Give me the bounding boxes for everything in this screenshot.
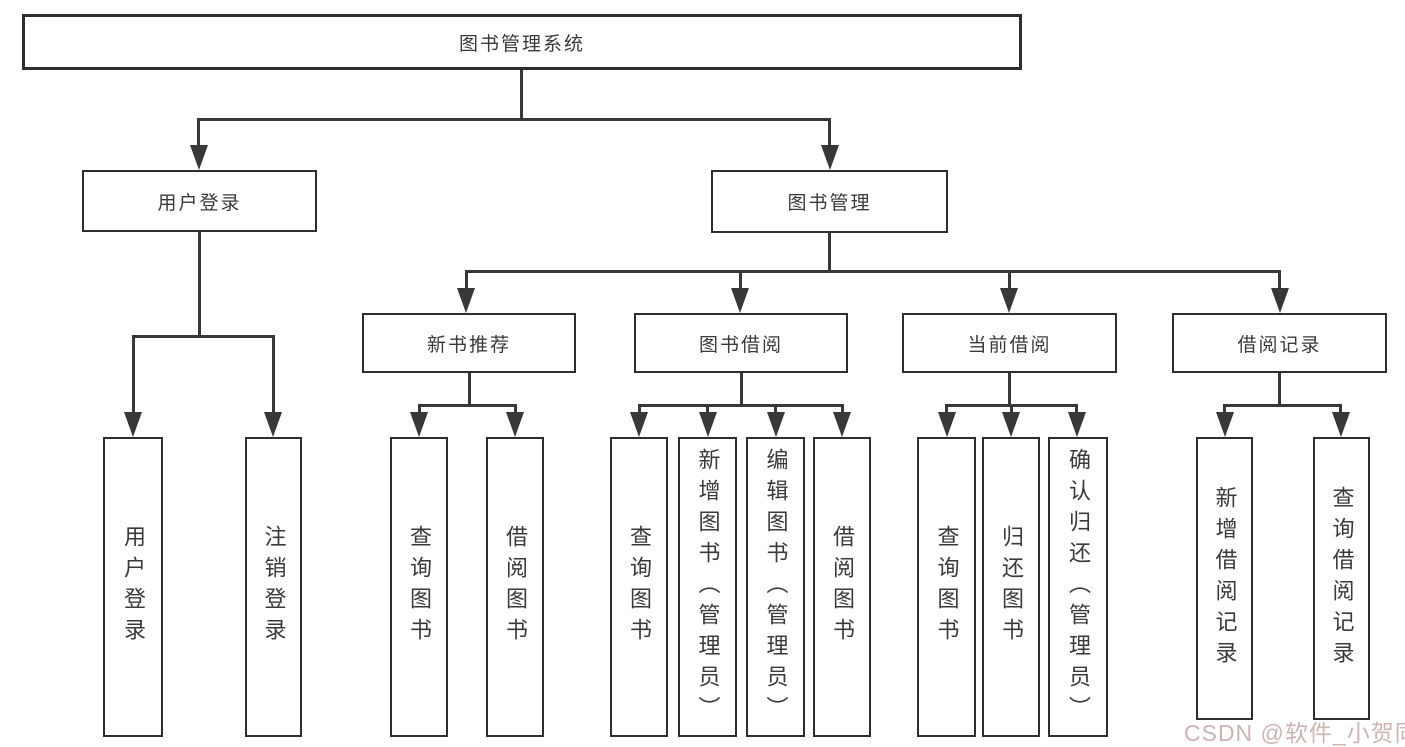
leaf-label: 用户登录 <box>121 525 146 649</box>
connector-line <box>417 404 421 414</box>
node-book-management: 图书管理 <box>711 170 948 233</box>
connector-line <box>1278 270 1281 289</box>
leaf-borrow-books: 借阅图书 <box>813 437 871 737</box>
node-library-management-system: 图书管理系统 <box>22 14 1022 70</box>
arrowhead-down-icon <box>630 412 648 437</box>
arrowhead-down-icon <box>820 145 839 170</box>
leaf-borrow-books-recommend: 借阅图书 <box>486 437 544 737</box>
leaf-query-books-borrowing: 查询图书 <box>610 437 668 737</box>
leaf-label: 借阅图书 <box>830 525 855 649</box>
connector-line <box>774 404 777 414</box>
connector-line <box>828 118 831 147</box>
leaf-label: 查询图书 <box>407 525 432 649</box>
connector-line <box>417 404 517 407</box>
node-label: 新书推荐 <box>426 334 511 356</box>
leaf-label: 查询图书 <box>934 525 960 649</box>
node-label: 图书借阅 <box>698 334 783 356</box>
leaf-label: 编辑图书（管理员） <box>763 447 789 727</box>
node-user-login: 用户登录 <box>82 170 317 232</box>
leaf-add-books-admin: 新增图书（管理员） <box>678 437 737 737</box>
node-borrowing-records: 借阅记录 <box>1172 313 1387 373</box>
arrowhead-down-icon <box>1270 288 1289 313</box>
arrowhead-down-icon <box>1000 288 1018 313</box>
connector-line <box>464 270 1281 273</box>
connector-line <box>706 404 709 414</box>
node-current-borrowing: 当前借阅 <box>902 313 1117 373</box>
connector-line <box>197 232 201 336</box>
leaf-label: 归还图书 <box>999 525 1024 649</box>
arrowhead-down-icon <box>731 288 749 313</box>
connector-line <box>637 404 844 407</box>
connector-line <box>945 404 948 414</box>
arrowhead-down-icon <box>457 288 475 313</box>
leaf-user-login: 用户登录 <box>103 437 163 737</box>
connector-line <box>520 70 523 118</box>
arrowhead-down-icon <box>833 412 851 437</box>
leaf-add-borrow-record: 新增借阅记录 <box>1196 437 1253 720</box>
connector-line <box>1007 270 1011 289</box>
leaf-label: 查询借阅记录 <box>1329 485 1355 672</box>
connector-line <box>197 118 831 121</box>
arrowhead-down-icon <box>1215 412 1234 437</box>
node-label: 当前借阅 <box>967 334 1052 356</box>
arrowhead-down-icon <box>766 412 785 437</box>
arrowhead-down-icon <box>1331 412 1350 437</box>
connector-line <box>738 270 742 289</box>
node-label: 图书管理系统 <box>458 33 585 55</box>
arrowhead-down-icon <box>698 412 717 437</box>
leaf-return-books: 归还图书 <box>982 437 1040 737</box>
arrowhead-down-icon <box>189 145 208 170</box>
leaf-logout: 注销登录 <box>245 437 302 737</box>
connector-line <box>1223 404 1342 407</box>
arrowhead-down-icon <box>937 412 956 437</box>
node-label: 图书管理 <box>787 193 872 214</box>
node-label: 用户登录 <box>157 192 242 214</box>
connector-line <box>1339 404 1342 414</box>
node-new-book-recommend: 新书推荐 <box>362 313 576 373</box>
connector-line <box>739 373 743 407</box>
leaf-label: 借阅图书 <box>503 525 528 649</box>
leaf-confirm-return-admin: 确认归还（管理员） <box>1048 437 1108 737</box>
arrowhead-down-icon <box>264 412 282 437</box>
connector-line <box>131 335 275 338</box>
connector-line <box>828 233 831 273</box>
arrowhead-down-icon <box>1002 412 1020 437</box>
leaf-label: 查询图书 <box>627 525 652 649</box>
leaf-edit-books-admin: 编辑图书（管理员） <box>746 437 805 737</box>
connector-line <box>513 404 517 414</box>
connector-line <box>840 404 844 414</box>
connector-line <box>271 335 275 413</box>
connector-line <box>464 270 468 289</box>
csdn-watermark: CSDN @软件_小贺同学 <box>1184 720 1405 746</box>
leaf-label: 确认归还（管理员） <box>1066 447 1091 727</box>
connector-line <box>637 404 641 414</box>
connector-line <box>1008 373 1011 407</box>
leaf-label: 注销登录 <box>261 525 287 649</box>
connector-line <box>1278 373 1281 407</box>
leaf-label: 新增图书（管理员） <box>695 447 721 727</box>
connector-line <box>1009 404 1013 414</box>
node-label: 借阅记录 <box>1237 334 1322 356</box>
connector-line <box>467 373 471 407</box>
connector-line <box>1075 404 1078 414</box>
leaf-query-books-recommend: 查询图书 <box>390 437 448 737</box>
arrowhead-down-icon <box>506 412 524 437</box>
arrowhead-down-icon <box>124 412 142 437</box>
connector-line <box>131 335 135 413</box>
node-book-borrowing: 图书借阅 <box>634 313 848 373</box>
arrowhead-down-icon <box>410 412 428 437</box>
arrowhead-down-icon <box>1067 412 1086 437</box>
leaf-query-borrow-record: 查询借阅记录 <box>1313 437 1370 720</box>
leaf-query-books-current: 查询图书 <box>917 437 976 737</box>
connector-line <box>1223 404 1226 414</box>
connector-line <box>197 118 200 147</box>
leaf-label: 新增借阅记录 <box>1212 485 1238 672</box>
